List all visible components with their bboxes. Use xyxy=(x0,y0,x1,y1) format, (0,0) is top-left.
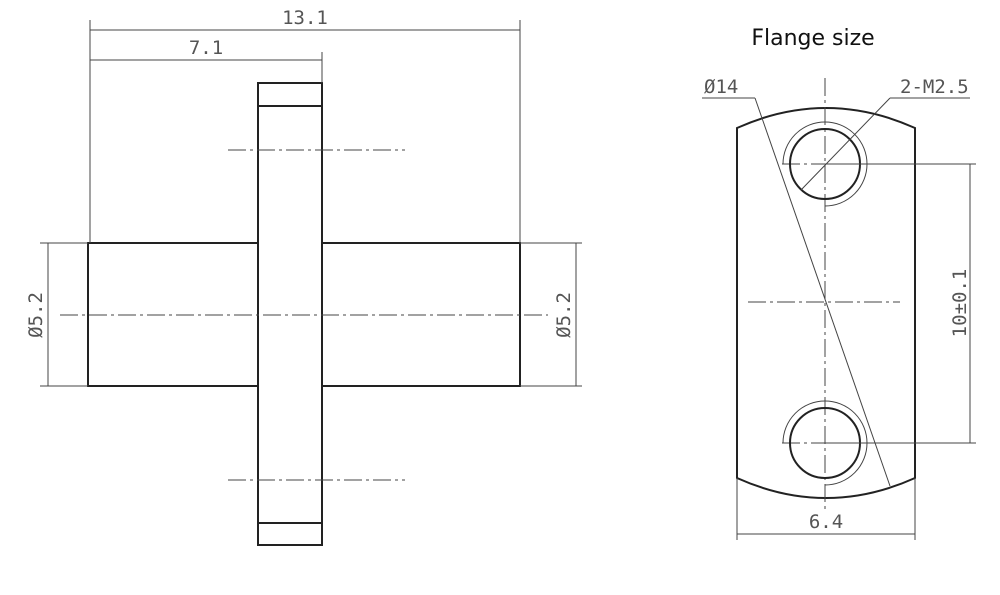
flange-view: Flange size Ø14 2-M2.5 10±0.1 6.4 xyxy=(702,26,976,540)
width-label: 6.4 xyxy=(809,511,843,533)
flange-diameter-label: Ø14 xyxy=(704,76,738,98)
right-diameter-label: Ø5.2 xyxy=(553,292,575,338)
hole-spec-label: 2-M2.5 xyxy=(900,76,969,98)
thread-arc-bottom xyxy=(782,400,868,486)
flange-offset-label: 7.1 xyxy=(189,37,223,59)
flange-outline xyxy=(257,82,323,546)
flange-diameter-leader xyxy=(754,97,891,487)
left-diameter-label: Ø5.2 xyxy=(25,292,47,338)
overall-length-label: 13.1 xyxy=(282,7,328,29)
hole-spacing-label: 10±0.1 xyxy=(949,269,971,338)
hole-spec-leader xyxy=(800,97,891,191)
flange-title: Flange size xyxy=(751,26,874,51)
side-view: 13.1 7.1 Ø5.2 Ø5.2 xyxy=(25,7,582,546)
